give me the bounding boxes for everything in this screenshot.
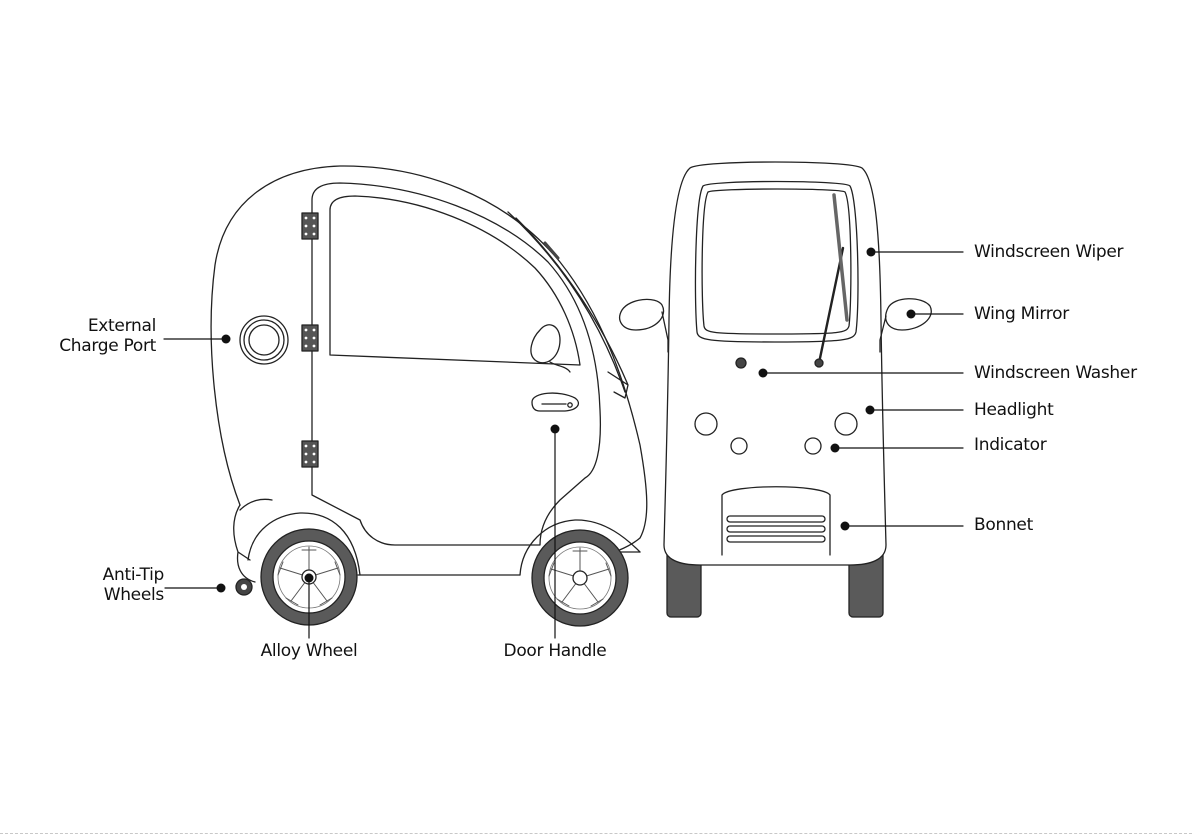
front-view bbox=[620, 162, 932, 617]
page-edge-rule bbox=[0, 833, 1192, 834]
wing-mirror-label: Wing Mirror bbox=[974, 304, 1069, 324]
anti-tip-wheels-label-line1: Anti-Tip bbox=[40, 565, 164, 585]
front-alloy-wheel bbox=[532, 530, 628, 626]
external-charge-port-label-line1: External bbox=[24, 316, 156, 336]
hinge-icon bbox=[302, 441, 318, 467]
anti-tip-wheels-label: Anti-Tip Wheels bbox=[40, 565, 164, 605]
indicator-label: Indicator bbox=[974, 435, 1046, 455]
hinge-icon bbox=[302, 213, 318, 239]
hinge-icon bbox=[302, 325, 318, 351]
alloy-wheel-label: Alloy Wheel bbox=[239, 641, 379, 661]
external-charge-port-label-line2: Charge Port bbox=[24, 336, 156, 356]
anti-tip-wheels-label-line2: Wheels bbox=[40, 585, 164, 605]
washer-nozzle bbox=[736, 358, 746, 368]
bonnet-label: Bonnet bbox=[974, 515, 1033, 535]
charge-port-icon bbox=[240, 316, 288, 364]
anti-tip-wheel bbox=[236, 579, 252, 595]
door-handle-label: Door Handle bbox=[485, 641, 625, 661]
door-handle-icon bbox=[532, 393, 578, 411]
door-window bbox=[330, 196, 580, 365]
wing-mirror-icon bbox=[880, 299, 931, 352]
external-charge-port-label: External Charge Port bbox=[24, 316, 156, 356]
headlight-label: Headlight bbox=[974, 400, 1053, 420]
windscreen-wiper-label: Windscreen Wiper bbox=[974, 242, 1123, 262]
side-view bbox=[211, 166, 647, 626]
rear-bumper bbox=[240, 499, 272, 510]
wing-mirror-icon bbox=[620, 299, 668, 352]
windscreen-washer-label: Windscreen Washer bbox=[974, 363, 1137, 383]
